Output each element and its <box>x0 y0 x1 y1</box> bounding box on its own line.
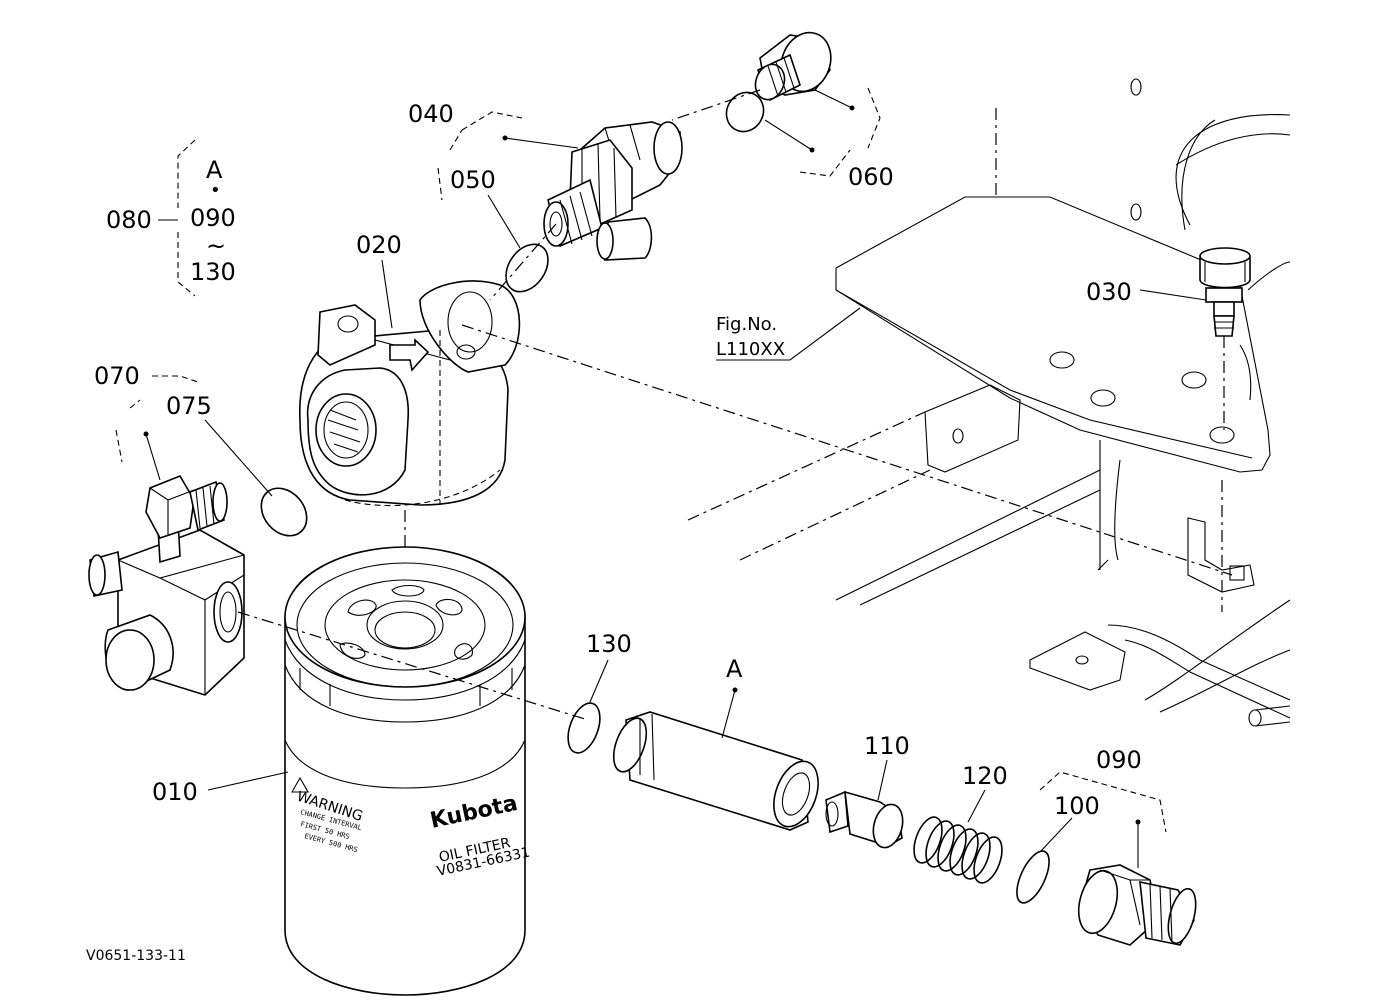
callout-100: 100 <box>1054 792 1100 820</box>
callout-130: 130 <box>586 630 632 658</box>
o-ring-060 <box>725 91 765 133</box>
callout-110: 110 <box>864 732 910 760</box>
fig-ref-line1: Fig.No. <box>716 314 777 335</box>
relief-valve-110 <box>825 790 904 849</box>
o-ring-050 <box>505 243 549 293</box>
group-080-tilde: ~ <box>206 232 226 260</box>
drawing-code: V0651-133-11 <box>86 948 186 964</box>
callout-090: 090 <box>1096 746 1142 774</box>
plug-090 <box>1077 864 1197 946</box>
callout-labels: 010 020 030 040 050 060 070 075 080 090 … <box>86 100 1142 964</box>
callout-A: A <box>726 655 743 683</box>
o-ring-075 <box>260 487 308 537</box>
callout-120: 120 <box>962 762 1008 790</box>
group-080-dot: • <box>210 180 221 201</box>
group-080-from: 090 <box>190 204 236 232</box>
relief-valve-axis <box>237 611 589 721</box>
group-080-top: A <box>206 156 223 184</box>
leader-lines <box>115 87 1207 868</box>
plug-060 <box>671 31 832 121</box>
filter-head-020 <box>299 280 521 640</box>
oil-filter-010: Kubota WARNING CHANGE INTERVAL FIRST 50 … <box>284 546 532 996</box>
callout-040: 040 <box>408 100 454 128</box>
callout-080: 080 <box>106 206 152 234</box>
callout-010: 010 <box>152 778 198 806</box>
callout-075: 075 <box>166 392 212 420</box>
hose-fitting-block-070 <box>88 475 245 696</box>
o-ring-100 <box>1016 850 1050 904</box>
spring-120 <box>913 816 1003 884</box>
o-ring-130 <box>567 702 601 754</box>
callout-030: 030 <box>1086 278 1132 306</box>
head-to-bracket-axis <box>461 324 1233 576</box>
callout-020: 020 <box>356 231 402 259</box>
callout-050: 050 <box>450 166 496 194</box>
callout-070: 070 <box>94 362 140 390</box>
elbow-fitting-040 <box>489 121 683 301</box>
frame-bracket <box>687 78 1291 727</box>
relief-valve-body-A <box>612 711 819 831</box>
air-vent-plug-030 <box>1199 247 1251 430</box>
callout-060: 060 <box>848 163 894 191</box>
group-080-to: 130 <box>190 258 236 286</box>
fig-ref-line2: L110XX <box>716 339 785 360</box>
